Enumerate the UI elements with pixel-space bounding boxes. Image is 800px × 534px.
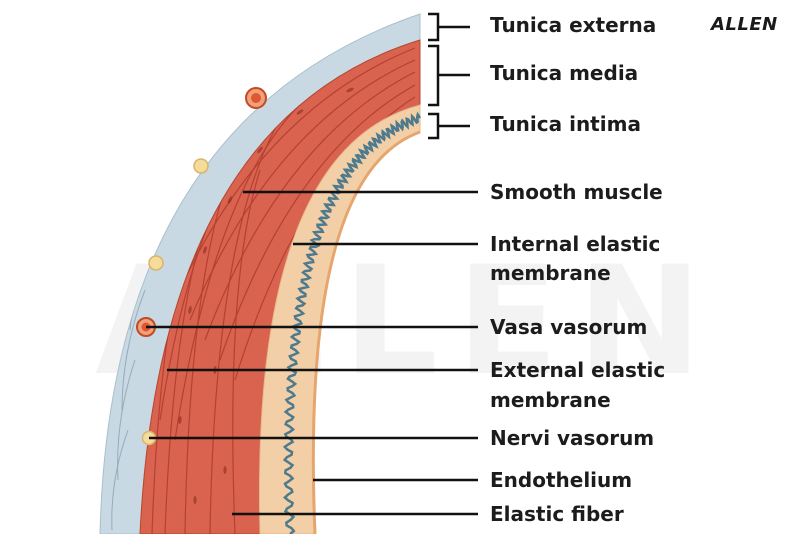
label-nervi-vasorum: Nervi vasorum bbox=[490, 426, 655, 450]
muscle-nuclei bbox=[178, 87, 354, 504]
label-internal-elastic-2: membrane bbox=[490, 261, 611, 285]
label-external-elastic-2: membrane bbox=[490, 388, 611, 412]
bracket-tunica-media bbox=[428, 44, 470, 107]
label-internal-elastic-1: Internal elastic bbox=[490, 232, 661, 256]
leader-lines bbox=[146, 190, 478, 516]
layer-brackets bbox=[428, 12, 470, 140]
label-tunica-externa: Tunica externa bbox=[490, 13, 657, 37]
vasa-vasorum-large-core bbox=[251, 93, 261, 103]
nervi-vasorum-1 bbox=[193, 158, 209, 174]
label-smooth-muscle: Smooth muscle bbox=[490, 180, 663, 204]
label-external-elastic-1: External elastic bbox=[490, 358, 666, 382]
nervi-vasorum-2 bbox=[148, 255, 164, 271]
brand-logo: ALLEN bbox=[711, 14, 778, 35]
label-endothelium: Endothelium bbox=[490, 468, 633, 492]
bracket-tunica-intima bbox=[428, 112, 470, 140]
label-vasa-vasorum: Vasa vasorum bbox=[490, 315, 648, 339]
endothelium-edge bbox=[311, 130, 421, 534]
label-elastic-fiber: Elastic fiber bbox=[490, 502, 624, 526]
label-tunica-media: Tunica media bbox=[490, 61, 639, 85]
bracket-tunica-externa bbox=[428, 12, 470, 42]
label-tunica-intima: Tunica intima bbox=[490, 112, 641, 136]
